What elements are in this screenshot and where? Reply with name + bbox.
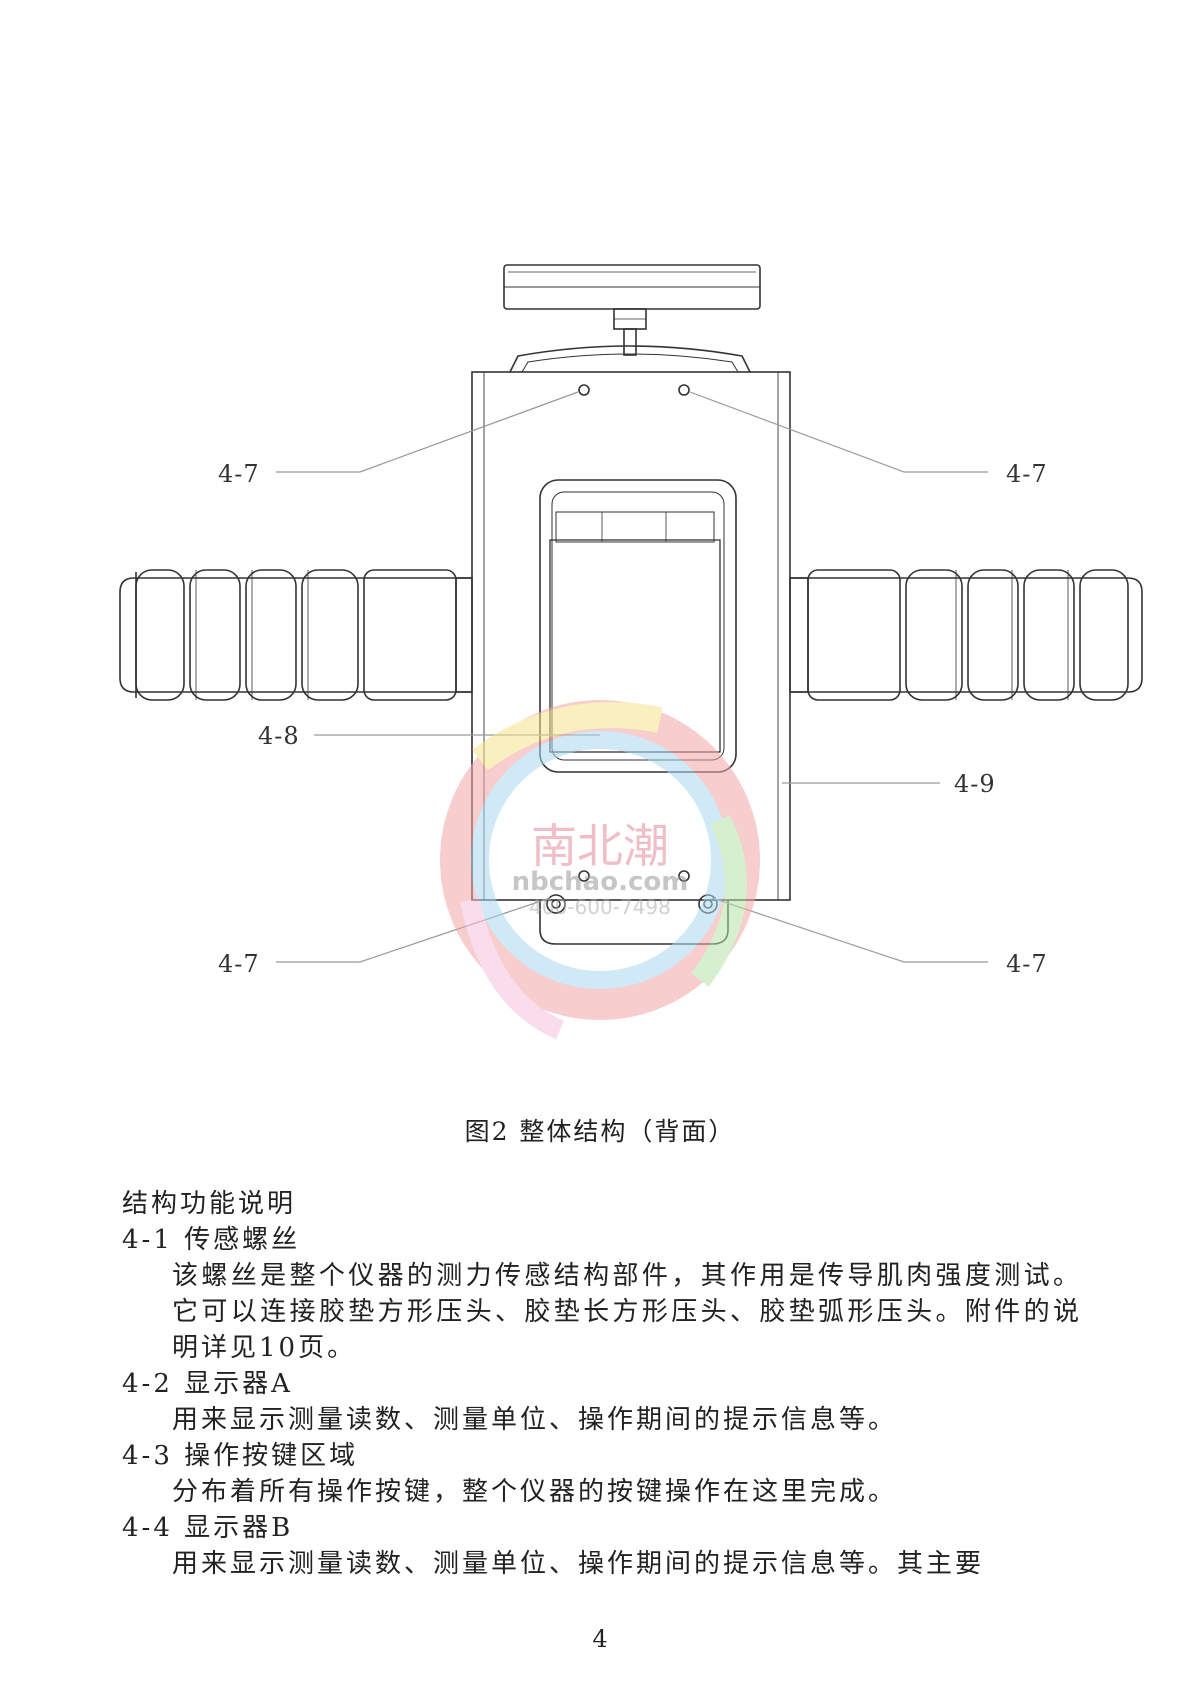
- battery-cover: [539, 479, 737, 773]
- device-back-view-figure: 南北潮 nbchao.com 400-600-7498 4-7 4-7 4-8 …: [119, 264, 1143, 1040]
- callout-4-7-top-right: 4-7: [1006, 460, 1048, 488]
- page-number: 4: [592, 1625, 608, 1653]
- item-title-4-1: 4-1 传感螺丝: [122, 1225, 301, 1255]
- item-body-4-2: 用来显示测量读数、测量单位、操作期间的提示信息等。: [172, 1405, 898, 1435]
- watermark-brand: 南北潮: [531, 819, 669, 873]
- section-heading: 结构功能说明: [122, 1189, 297, 1219]
- callout-4-7-bottom-right: 4-7: [1006, 950, 1048, 978]
- structure-description: 结构功能说明 4-1 传感螺丝 该螺丝是整个仪器的测力传感结构部件，其作用是传导…: [122, 1186, 1082, 1582]
- watermark-domain: nbchao.com: [512, 867, 689, 897]
- screw-hole-top-left: [578, 384, 590, 396]
- item-title-4-2: 4-2 显示器A: [122, 1369, 293, 1399]
- item-body-4-4: 用来显示测量读数、测量单位、操作期间的提示信息等。其主要: [172, 1549, 985, 1579]
- watermark-phone: 400-600-7498: [529, 895, 671, 919]
- item-title-4-4: 4-4 显示器B: [122, 1513, 294, 1543]
- screw-hole-top-right: [678, 384, 690, 396]
- item-body-4-1: 该螺丝是整个仪器的测力传感结构部件，其作用是传导肌肉强度测试。它可以连接胶垫方形…: [172, 1261, 1082, 1363]
- left-grip-handle: [119, 569, 473, 701]
- right-grip-handle: [789, 569, 1143, 701]
- watermark-logo: 南北潮 nbchao.com 400-600-7498: [440, 700, 760, 1040]
- callout-4-7-top-left: 4-7: [218, 460, 260, 488]
- device-drawing: 南北潮 nbchao.com 400-600-7498: [119, 264, 1143, 1040]
- screw-hole-bottom-right: [678, 870, 690, 882]
- item-body-4-3: 分布着所有操作按键，整个仪器的按键操作在这里完成。: [172, 1477, 898, 1507]
- top-arc-cover: [509, 345, 751, 373]
- callout-4-8: 4-8: [258, 722, 300, 750]
- item-title-4-3: 4-3 操作按键区域: [122, 1441, 359, 1471]
- figure-caption: 图2 整体结构（背面）: [464, 1117, 736, 1146]
- screw-hole-bottom-left: [578, 870, 590, 882]
- sensor-screw-shaft: [623, 328, 637, 356]
- callout-4-7-bottom-left: 4-7: [218, 950, 260, 978]
- callout-4-9: 4-9: [954, 770, 996, 798]
